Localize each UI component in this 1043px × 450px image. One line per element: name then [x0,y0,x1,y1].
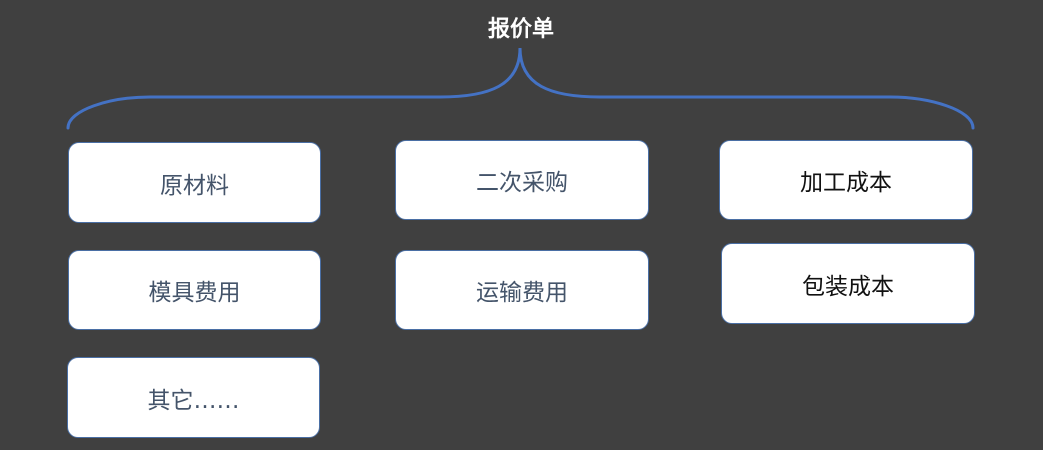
diagram-title: 报价单 [487,17,554,42]
item-raw-materials: 原材料 [68,142,321,223]
item-packaging-cost: 包装成本 [721,243,975,324]
brace-path [66,47,975,130]
item-transport-cost: 运输费用 [395,250,649,330]
item-mold-cost: 模具费用 [68,250,321,330]
item-processing-cost: 加工成本 [719,140,973,220]
item-others: 其它…… [67,357,320,438]
item-secondary-purchasing: 二次采购 [395,140,649,220]
